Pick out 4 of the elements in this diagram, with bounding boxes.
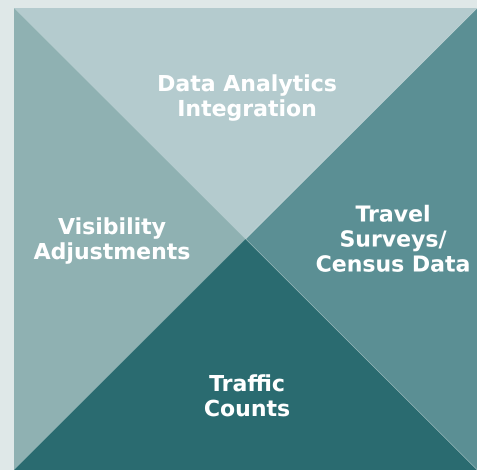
segment-label: Data Analytics Integration: [156, 72, 338, 122]
segment-label: Visibility Adjustments: [32, 215, 192, 265]
segment-label: Travel Surveys/ Census Data: [314, 202, 472, 278]
segment-label: Traffic Counts: [202, 372, 292, 422]
